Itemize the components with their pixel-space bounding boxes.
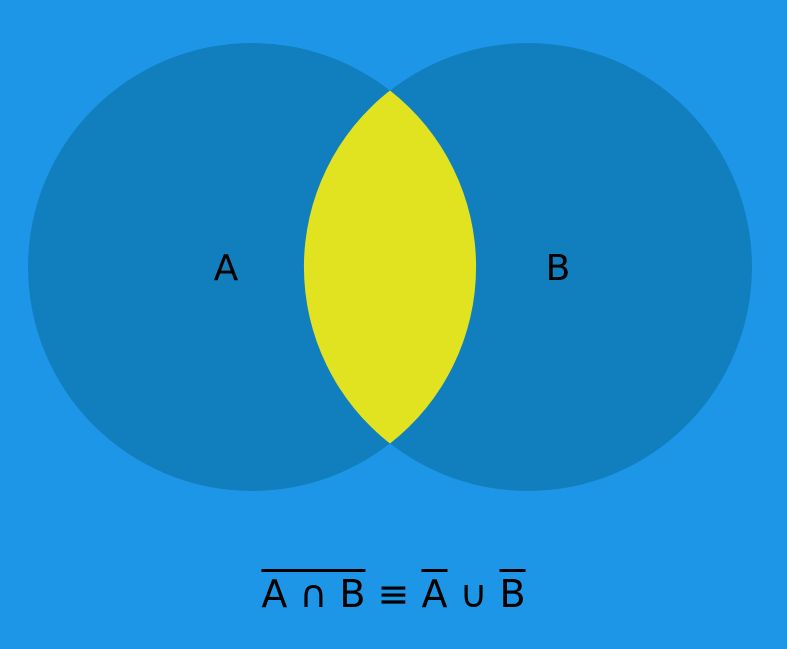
union-symbol: ∪: [459, 572, 488, 616]
complement-a: A: [421, 572, 448, 616]
complement-b: B: [499, 572, 526, 616]
set-b-label: B: [546, 248, 571, 289]
equivalence-symbol: ≡: [377, 572, 410, 616]
set-a-label: A: [214, 248, 239, 289]
de-morgan-formula: A ∩ B ≡ A ∪ B: [0, 571, 787, 617]
complement-of-intersection: A ∩ B: [261, 572, 366, 616]
intersection-region: [303, 90, 477, 444]
